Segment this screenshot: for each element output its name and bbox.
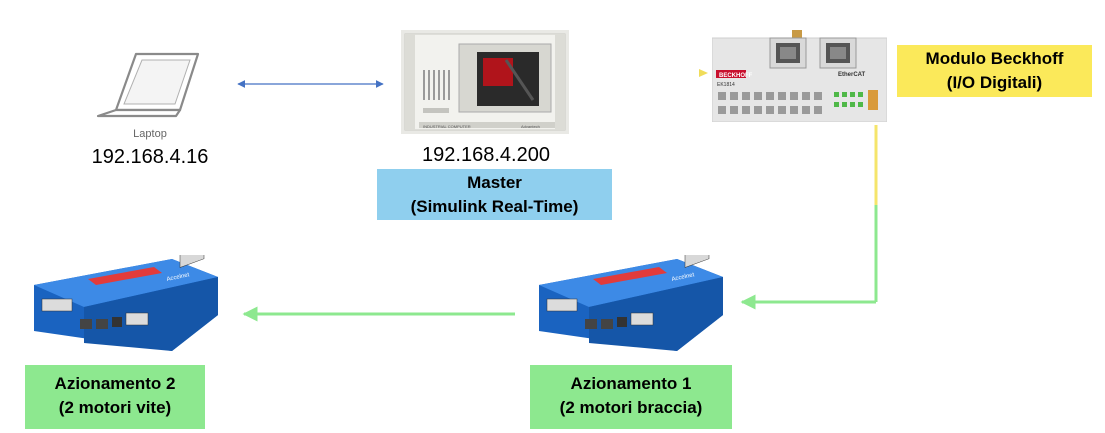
beckhoff-module-icon: BECKHOFF EK1814 EtherCAT	[711, 30, 888, 123]
industrial-pc-image: INDUSTRIAL COMPUTER Advantech	[401, 30, 569, 134]
laptop-caption: Laptop	[133, 128, 167, 140]
drive1-brand-text: Accelnet	[671, 272, 695, 283]
beckhoff-brand-text: BECKHOFF	[719, 73, 753, 79]
drive1-image: Accelnet	[527, 218, 727, 353]
master-beckhoff-arrowhead	[699, 69, 708, 77]
drive2-icon: Accelnet	[34, 218, 218, 351]
beckhoff-module-image: BECKHOFF EK1814 EtherCAT	[711, 30, 888, 123]
master-ip: 192.168.4.200	[422, 144, 550, 166]
master-subtitle: (Simulink Real-Time)	[410, 197, 579, 216]
drive2-subtitle: (2 motori vite)	[58, 398, 172, 417]
beckhoff-title: Modulo Beckhoff	[925, 49, 1064, 68]
beckhoff-model-text: EK1814	[717, 82, 735, 88]
beckhoff-subtitle: (I/O Digitali)	[946, 73, 1043, 92]
drive2-title: Azionamento 2	[54, 374, 176, 393]
drive1-title: Azionamento 1	[570, 374, 692, 393]
laptop-node	[86, 52, 216, 127]
drive1-label-box: Azionamento 1 (2 motori braccia)	[530, 365, 732, 429]
drive2-label-box: Azionamento 2 (2 motori vite)	[25, 365, 205, 429]
drive2-image: Accelnet	[22, 218, 222, 353]
pc-front-text-left: INDUSTRIAL COMPUTER	[423, 124, 471, 129]
drive1-subtitle: (2 motori braccia)	[559, 398, 703, 417]
drive2-brand-text: Accelnet	[166, 272, 190, 283]
beckhoff-bus-text: EtherCAT	[838, 72, 866, 78]
laptop-ip: 192.168.4.16	[91, 146, 209, 168]
pc-front-text-right: Advantech	[521, 124, 540, 129]
industrial-pc-icon: INDUSTRIAL COMPUTER Advantech	[401, 30, 569, 134]
beckhoff-label-box: Modulo Beckhoff (I/O Digitali)	[897, 45, 1092, 97]
laptop-icon	[96, 52, 200, 118]
master-title: Master	[467, 173, 522, 192]
drive1-icon: Accelnet	[539, 218, 723, 351]
master-label-box: Master (Simulink Real-Time)	[377, 169, 612, 220]
